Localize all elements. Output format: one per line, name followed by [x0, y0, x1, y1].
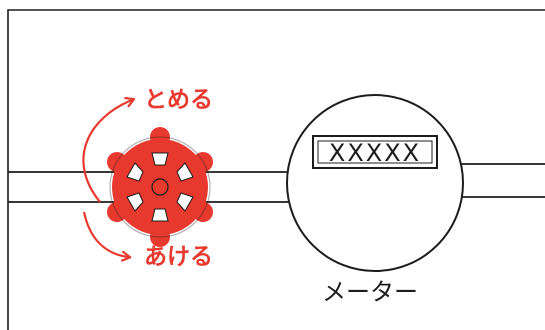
close-label: とめる	[144, 87, 213, 113]
valve-handle	[107, 127, 213, 247]
close-arrow	[82, 96, 136, 203]
meter-display-text: XXXXX	[329, 139, 421, 167]
open-arrow	[82, 211, 132, 262]
meter-display-inner	[317, 140, 433, 164]
open-label: あける	[144, 244, 213, 270]
meter-body	[286, 94, 464, 272]
diagram-frame	[7, 9, 545, 330]
meter-label: メーター	[322, 278, 418, 306]
